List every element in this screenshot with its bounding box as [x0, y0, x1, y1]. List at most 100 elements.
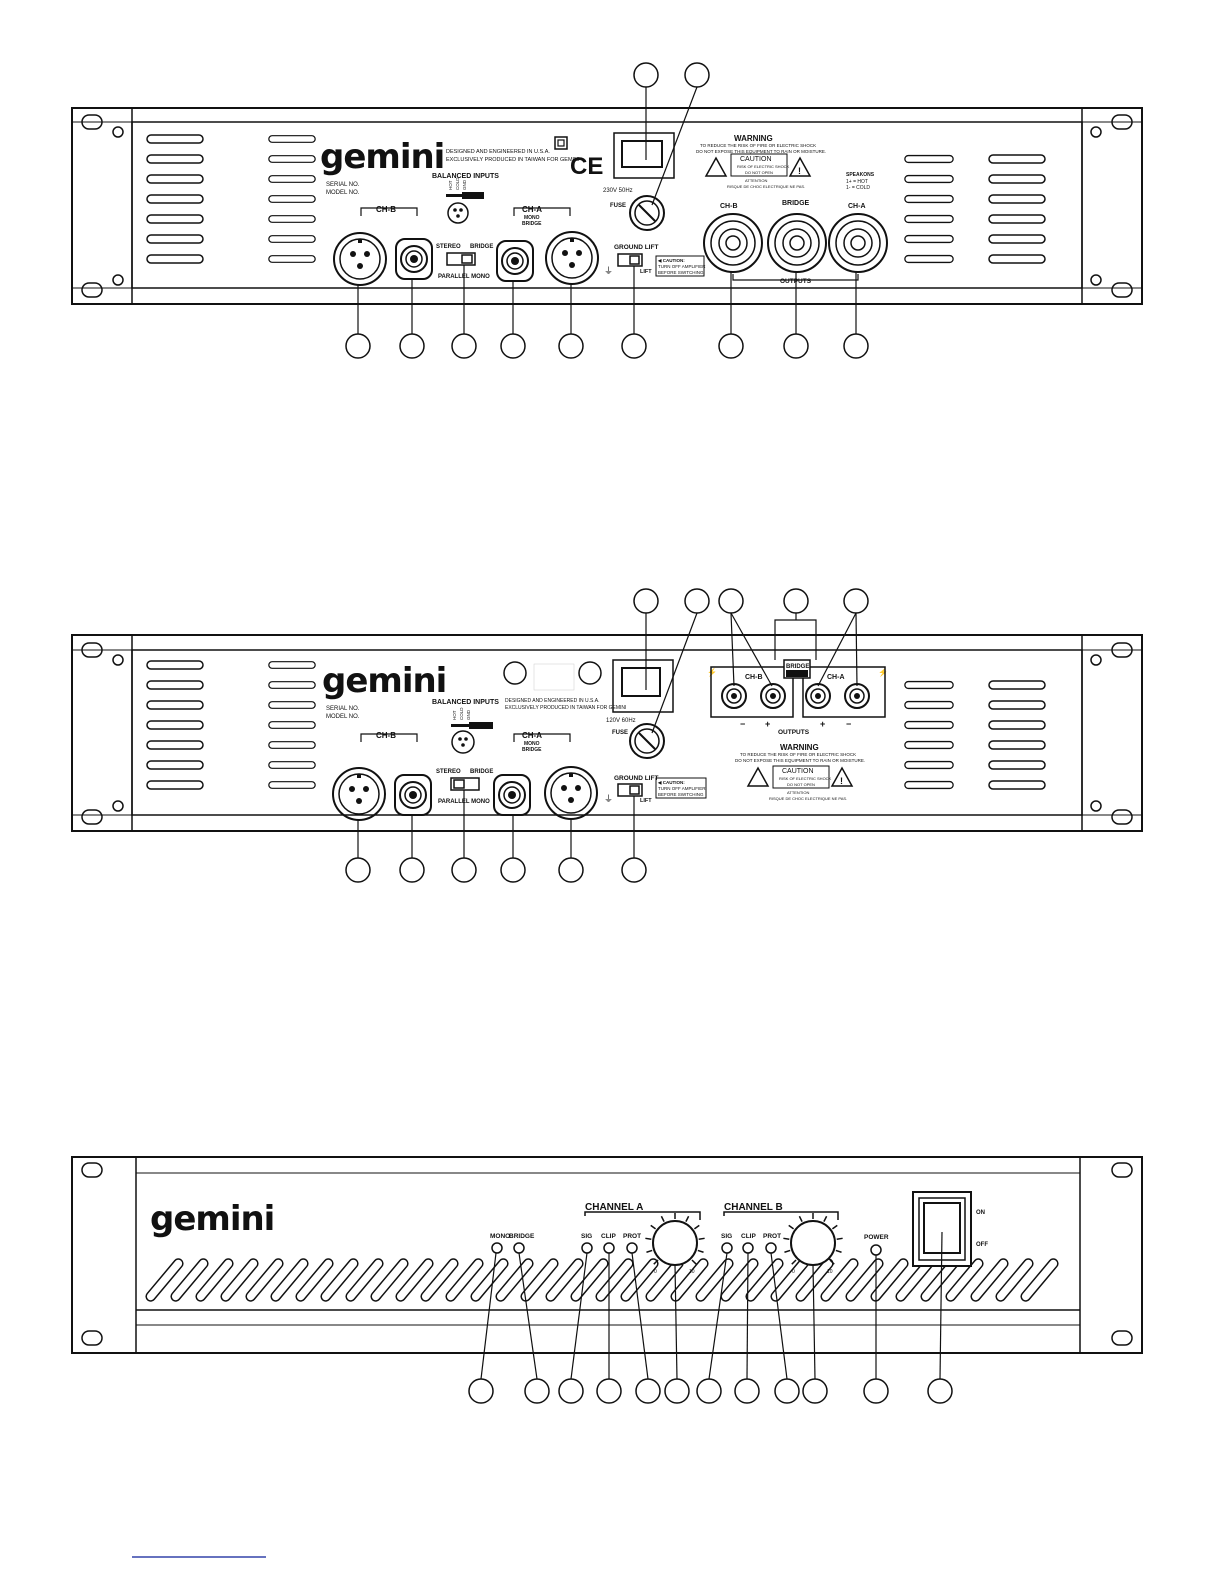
svg-text:DO NOT EXPOSE THIS EQUIPMENT T: DO NOT EXPOSE THIS EQUIPMENT TO RAIN OR … [696, 149, 826, 154]
svg-text:BEFORE SWITCHING: BEFORE SWITCHING [658, 792, 704, 797]
knob-tick [693, 1224, 700, 1230]
grille-slot [145, 1258, 184, 1302]
mode-switch[interactable] [450, 777, 480, 791]
ch-b-xlr-input[interactable] [332, 767, 386, 821]
grille-slot [470, 1258, 509, 1302]
grille-slot [195, 1258, 234, 1302]
ch-a-jack-input[interactable] [496, 240, 534, 282]
knob-tick [829, 1259, 835, 1265]
knob-tick [784, 1249, 791, 1253]
ground-lift-switch[interactable] [617, 253, 643, 267]
fuse-holder[interactable] [629, 195, 665, 231]
svg-text:RISQUE DE CHOC ELECTRIQUE NE P: RISQUE DE CHOC ELECTRIQUE NE PAS. [727, 184, 805, 189]
ch-a-pos-terminal[interactable] [805, 683, 831, 709]
ch-a-xlr-input[interactable] [545, 231, 599, 285]
lightning-icon: ⚡ [878, 667, 888, 677]
svg-text:FUSE: FUSE [612, 730, 628, 736]
callout-marker [684, 62, 710, 88]
callout-marker [633, 62, 659, 88]
channel-a-label: CHANNEL A [585, 1202, 643, 1213]
svg-text:SIG: SIG [581, 1233, 592, 1240]
svg-text:OUTPUTS: OUTPUTS [778, 729, 810, 736]
callout-marker [451, 857, 477, 883]
ground-lift-switch[interactable] [617, 783, 643, 797]
caution-exclamation-icon [830, 766, 854, 787]
ch-b-volume-knob[interactable] [790, 1220, 836, 1266]
svg-text:GROUND LIFT: GROUND LIFT [614, 244, 658, 251]
callout-marker [558, 333, 584, 359]
callout-marker [718, 588, 744, 614]
grille-slot [345, 1258, 384, 1302]
ch-a-xlr-input[interactable] [544, 766, 598, 820]
svg-text:GROUND LIFT: GROUND LIFT [614, 775, 658, 782]
grille-slot [845, 1258, 884, 1302]
svg-text:BRIDGE: BRIDGE [470, 244, 493, 250]
ch-a-jack-input[interactable] [493, 774, 531, 816]
svg-text:!: ! [840, 776, 843, 786]
channel-b-label: CHANNEL B [724, 1202, 783, 1213]
panel-outline [71, 107, 1143, 305]
ch-a-volume-knob[interactable] [652, 1220, 698, 1266]
svg-text:10: 10 [689, 1269, 695, 1275]
callout-marker [783, 333, 809, 359]
rear-panel-230v: gemini DESIGNED AND ENGINEERED IN U.S.A.… [71, 107, 1143, 305]
caution-exclamation-icon [788, 156, 812, 177]
ch-b-speakon-output[interactable] [703, 213, 763, 273]
svg-text:◀ CAUTION:: ◀ CAUTION: [657, 258, 685, 263]
knob-tick [836, 1237, 843, 1240]
svg-text:PROT: PROT [623, 1233, 641, 1240]
double-insulation-icon [554, 136, 568, 150]
ch-a-speakon-output[interactable] [828, 213, 888, 273]
callouts-panel-2 [345, 588, 869, 883]
grille-slot [370, 1258, 409, 1302]
ch-b-xlr-input[interactable] [333, 232, 387, 286]
ch-a-neg-terminal[interactable] [844, 683, 870, 709]
callout-marker [500, 857, 526, 883]
knob-tick [691, 1259, 697, 1265]
callout-marker [558, 1378, 584, 1404]
svg-text:CH-B: CH-B [745, 674, 763, 681]
ch-b-neg-terminal[interactable] [721, 683, 747, 709]
ch-b-input-label: CH-B [376, 205, 396, 214]
callout-marker [684, 588, 710, 614]
svg-text:ATTENTION: ATTENTION [787, 790, 809, 795]
svg-text:CAUTION: CAUTION [782, 768, 814, 775]
svg-text:SPEAKONS: SPEAKONS [846, 172, 875, 178]
svg-text:TURN OFF AMPLIFIER: TURN OFF AMPLIFIER [658, 786, 706, 791]
brand-logo: gemini [320, 137, 444, 177]
ch-b-jack-input[interactable] [395, 238, 433, 280]
svg-text:CH-B: CH-B [376, 731, 396, 740]
callout-marker [635, 1378, 661, 1404]
svg-text:CH-B: CH-B [720, 203, 738, 210]
knob-tick [798, 1215, 803, 1222]
svg-text:CH-A: CH-A [522, 731, 542, 740]
ch-b-jack-input[interactable] [394, 774, 432, 816]
grille-slot [295, 1258, 334, 1302]
callout-marker [596, 1378, 622, 1404]
mono-led [491, 1242, 503, 1254]
front-panel: gemini CHANNEL A CHANNEL B MONO BRIDGE S… [71, 1156, 1143, 1354]
svg-text:!: ! [798, 166, 801, 176]
ch-b-clip-led [742, 1242, 754, 1254]
grille-slot [745, 1258, 784, 1302]
svg-text:SIG: SIG [721, 1233, 732, 1240]
svg-text:1+ = HOT: 1+ = HOT [846, 179, 868, 185]
xlr-pin-diagram: HOT COLD GND [446, 177, 484, 224]
power-led [870, 1244, 882, 1256]
svg-text:ON: ON [976, 1210, 985, 1216]
warning-title: WARNING [734, 134, 773, 143]
svg-text:DO NOT OPEN: DO NOT OPEN [787, 782, 815, 787]
fuse-holder[interactable] [629, 723, 665, 759]
callout-marker [802, 1378, 828, 1404]
grille-slot [770, 1258, 809, 1302]
ch-b-pos-terminal[interactable] [760, 683, 786, 709]
svg-text:DESIGNED AND ENGINEERED IN U.S: DESIGNED AND ENGINEERED IN U.S.A. [505, 698, 599, 704]
mode-switch[interactable] [446, 252, 476, 266]
bridge-speakon-output[interactable] [767, 213, 827, 273]
svg-text:HOT: HOT [452, 710, 457, 720]
balanced-inputs-label: BALANCED INPUTS [432, 173, 499, 180]
iec-power-inlet[interactable] [612, 659, 674, 713]
iec-power-inlet[interactable] [613, 132, 675, 179]
callout-marker [696, 1378, 722, 1404]
svg-text:GND: GND [462, 179, 467, 190]
